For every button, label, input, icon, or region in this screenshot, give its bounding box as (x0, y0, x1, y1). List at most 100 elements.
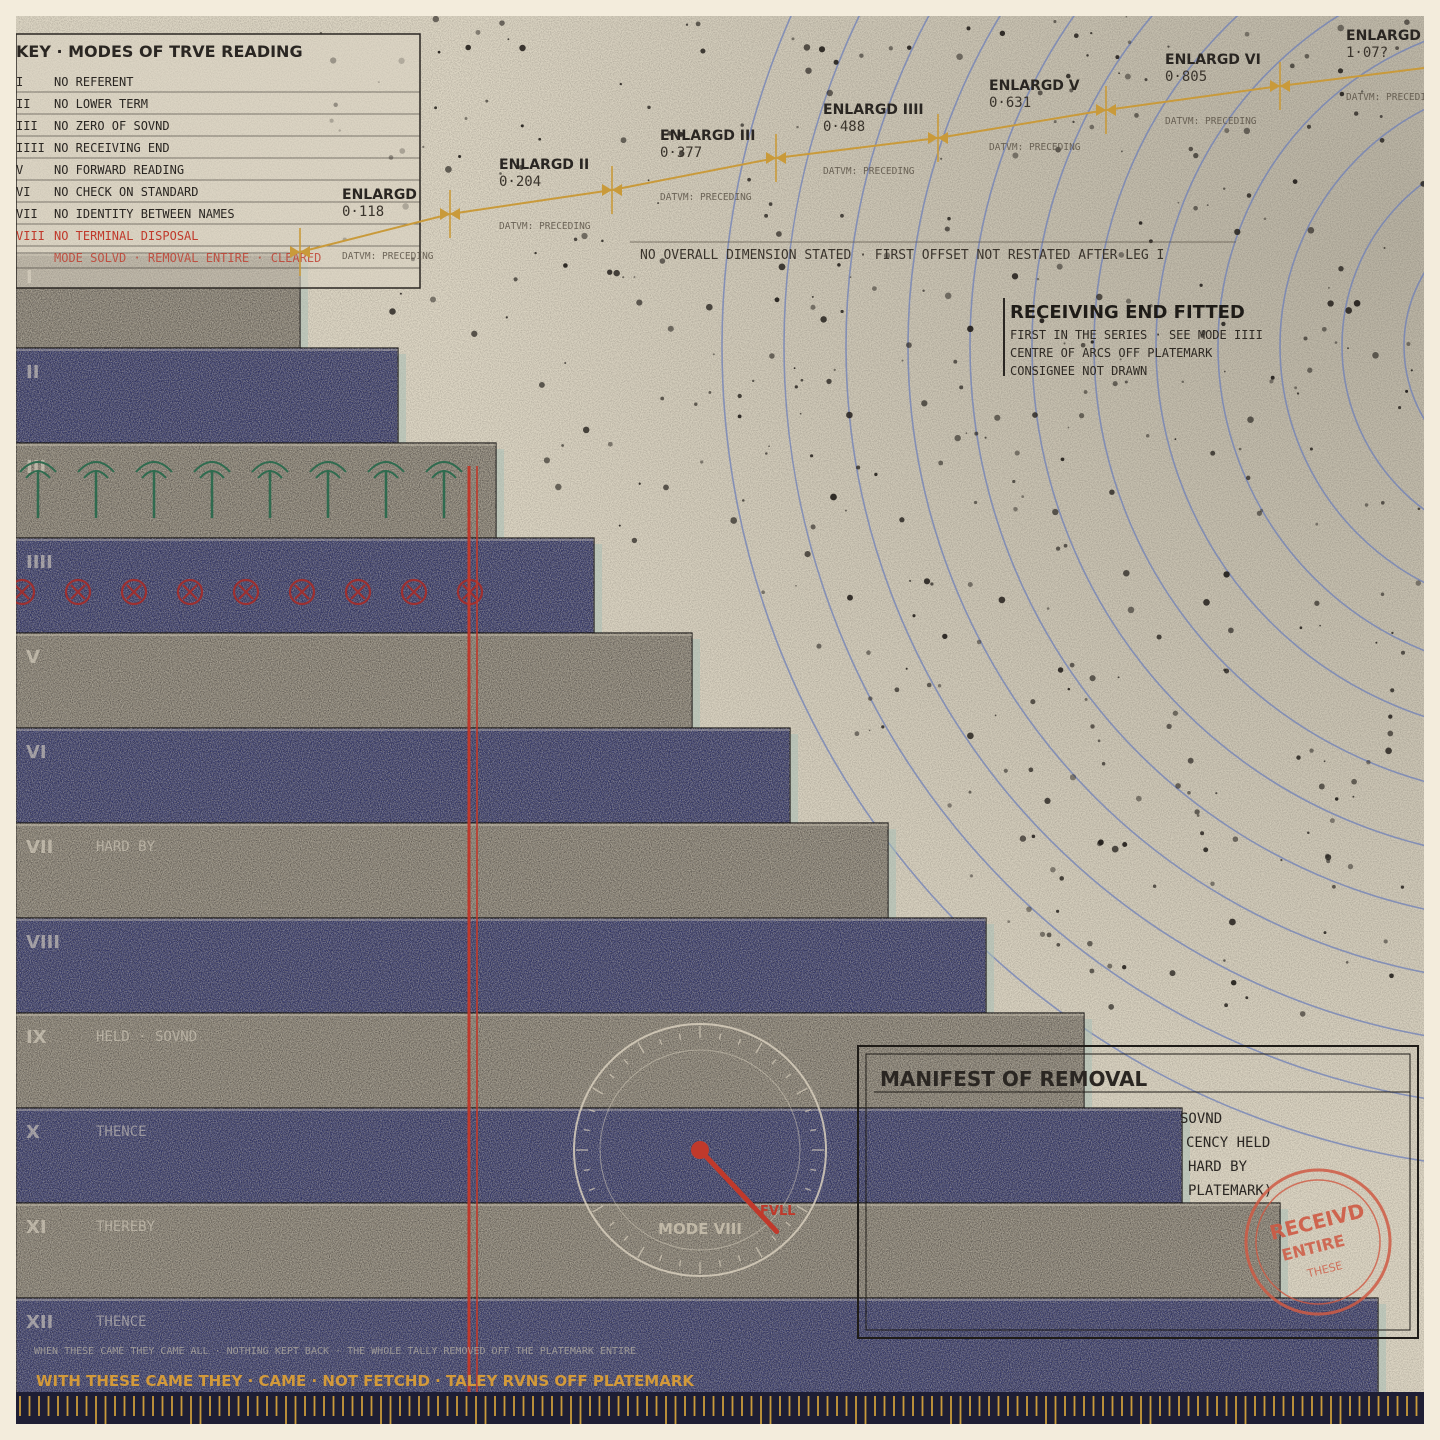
ink-dot (1014, 450, 1020, 456)
ink-dot (1013, 506, 1018, 512)
ink-dot (1221, 321, 1226, 327)
ink-dot (1108, 1004, 1115, 1010)
ink-dot (1228, 627, 1234, 634)
ink-dot (1390, 688, 1395, 693)
stair-numeral: X (26, 1122, 40, 1143)
ink-dot (1012, 479, 1016, 484)
ink-dot (1193, 152, 1199, 159)
ink-dot (901, 359, 904, 362)
key-row-numeral: I (16, 75, 23, 89)
ink-dot (1296, 755, 1301, 760)
ink-dot (967, 325, 974, 333)
ink-dot (1109, 489, 1115, 495)
ink-dot (1347, 863, 1354, 870)
ink-dot (1166, 723, 1172, 730)
ink-dot (774, 297, 780, 303)
arc-line (1031, 16, 1424, 846)
ink-dot (1122, 842, 1128, 847)
cross-circle-icon (350, 584, 366, 600)
stair-shadow (790, 734, 798, 823)
ink-dot (1187, 791, 1191, 795)
key-row-text: NO TERMINAL DISPOSAL (54, 229, 199, 243)
manifest-line: HARD BY (1188, 1159, 1248, 1175)
ink-dot (847, 594, 853, 601)
ink-dot (663, 484, 669, 491)
stair-shadow (1182, 1114, 1190, 1203)
ink-dot (1057, 667, 1064, 673)
ink-dot (422, 145, 425, 149)
stair-numeral: XII (26, 1312, 53, 1333)
ink-dot (1055, 146, 1061, 153)
stair-speckle (16, 1203, 1280, 1298)
ink-dot (1135, 795, 1142, 802)
dial-hub (691, 1141, 709, 1159)
ink-dot (947, 803, 952, 808)
ink-dot (437, 50, 441, 54)
ink-dot (1332, 884, 1336, 889)
ink-dot (434, 106, 438, 110)
dial-marker: FVLL (760, 1204, 796, 1219)
ink-dot (1256, 510, 1262, 516)
ink-dot (620, 137, 627, 144)
ink-dot (1232, 836, 1239, 842)
ink-dot (1188, 146, 1194, 152)
ink-dot (1084, 697, 1088, 702)
ink-dot (700, 460, 704, 464)
ink-dot (471, 330, 478, 337)
ink-dot (399, 292, 402, 295)
ink-dot (998, 596, 1006, 604)
ink-dot (705, 303, 713, 311)
ink-dot (1039, 931, 1046, 937)
dial-tick (796, 1087, 808, 1095)
ink-dot (1243, 127, 1251, 135)
cross-circle-icon (288, 578, 316, 606)
enlargement-note: DATVM: PRECEDING (342, 251, 434, 262)
dial-needle (697, 1147, 780, 1235)
ink-dot (513, 277, 518, 282)
stair-numeral: II (26, 362, 39, 383)
ink-dot (1292, 179, 1298, 184)
ink-dot (959, 385, 964, 390)
key-row-numeral: II (16, 97, 30, 111)
ink-dot (1380, 592, 1385, 597)
ink-dot (820, 316, 827, 323)
ink-dot (1167, 45, 1170, 48)
stair-shadow (1280, 1209, 1288, 1298)
ink-dot (833, 368, 836, 372)
ink-dot (778, 263, 786, 271)
ink-dot (737, 393, 742, 399)
ink-dot (464, 117, 468, 120)
ink-dot (607, 269, 613, 275)
dial-tick (785, 1221, 791, 1227)
ink-dot (561, 444, 564, 447)
ink-dot (499, 172, 502, 175)
ink-dot (1223, 370, 1226, 373)
ink-dot (1360, 90, 1364, 93)
ink-dot (976, 639, 982, 645)
ink-dot (1334, 797, 1339, 801)
dial-tick (771, 1059, 777, 1065)
stair-label: THENCE (96, 1124, 147, 1140)
ink-dot (1083, 390, 1088, 394)
ink-dot (1299, 626, 1303, 630)
ink-dot (764, 213, 769, 218)
ink-dot (1229, 918, 1236, 926)
ink-dot (1345, 960, 1349, 964)
ink-dot (1036, 277, 1040, 281)
ink-dot (1401, 650, 1405, 655)
stair-speckle (16, 1108, 1182, 1203)
ink-dot (1044, 797, 1051, 805)
stair-label: THENCE (96, 1314, 147, 1330)
dial-tick (810, 1168, 817, 1172)
enlargement-label: ENLARGD V (989, 78, 1080, 94)
key-row-text: NO CHECK ON STANDARD (54, 185, 199, 199)
dial-tick (805, 1187, 812, 1192)
stair-numeral: VIII (26, 932, 60, 953)
ink-dot (1053, 19, 1057, 24)
ink-dot (1345, 307, 1353, 314)
ink-dot (737, 414, 742, 419)
dial-tick (755, 1246, 763, 1258)
ink-dot (660, 396, 665, 401)
ink-dot (818, 46, 826, 53)
enlargement-label: ENLARGD II (499, 157, 589, 173)
